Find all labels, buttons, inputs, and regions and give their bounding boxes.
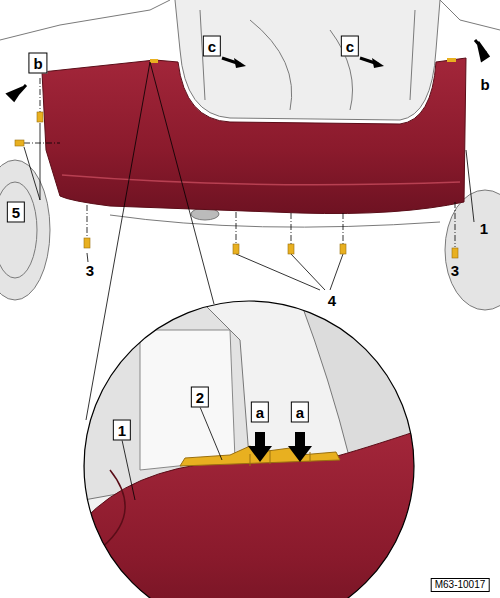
callout-number: 3 [451,263,459,278]
callout-letter: b [480,77,489,92]
callout-letter: c [341,36,359,57]
figure-code: M63-10017 [431,578,490,592]
callout-number: 1 [113,420,131,441]
callout-number: 1 [480,221,488,236]
callout-letter: c [203,36,221,57]
callout-number: 2 [191,387,209,408]
callout-letter: b [28,53,47,74]
callout-letter: a [291,402,309,423]
callout-number: 4 [328,293,336,308]
callout-letter: a [251,402,269,423]
callout-number: 3 [86,263,94,278]
callout-number: 5 [7,202,25,223]
